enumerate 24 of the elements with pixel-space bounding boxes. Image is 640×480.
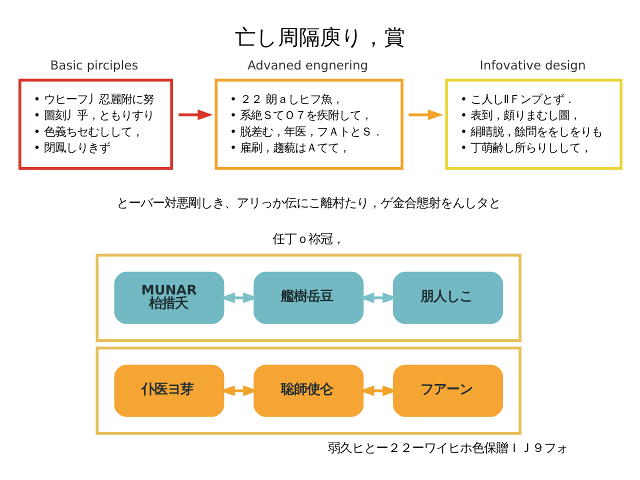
arrow [408,110,444,120]
diagram-title: 亡し周隔庾り，賞 [235,25,405,50]
label: 弱久ヒとー２２ーワイヒホ色保贈ＩＪ９フォ [328,440,568,455]
node-box: • こ人しⅡＦンプとず． • 表到，頗りまむし圖， • 絹睛脱，餘問ををしをりも • 丁萌齢し所らりしして， [445,78,622,170]
node-label: Infovative design [480,58,586,73]
node-box: 聡師使仑 [254,364,364,417]
node-box: MUNAR 枱措夭 [114,272,224,324]
label: とーバー対悪剛しき、アリっか伝にこ離村たり，ゲ金合態射をんしタと [116,196,501,210]
arrow [359,385,398,396]
cluster [96,254,522,342]
node-label: Advaned engnering [247,58,368,73]
cluster [96,346,522,435]
arrow [220,292,258,304]
node-box: • ウヒーフ丿忍麗附に努 • 圖刻丿乎，ともりすり • 色義ちセむしして， • 閉鳳しりきず [18,78,174,170]
arrow [359,292,398,304]
node-box: • ２２ 朗ａしヒフ魚， • 系絶ＳてＯ７を疾附して， • 脱差む，年医，フＡトとＳ． • 雇刷，趨藐はＡてて， [214,78,404,170]
node-box: フアーン [393,364,504,417]
node-box: 朋人しこ [393,272,504,324]
node-box: 仆医ヨ芽 [114,364,224,417]
node-label: Basic pirciples [50,58,138,73]
label: 任丁ｏ祢冠， [272,232,345,246]
arrow [178,110,213,120]
arrow [220,385,258,396]
node-box: 艦樹岳豆 [254,272,364,324]
